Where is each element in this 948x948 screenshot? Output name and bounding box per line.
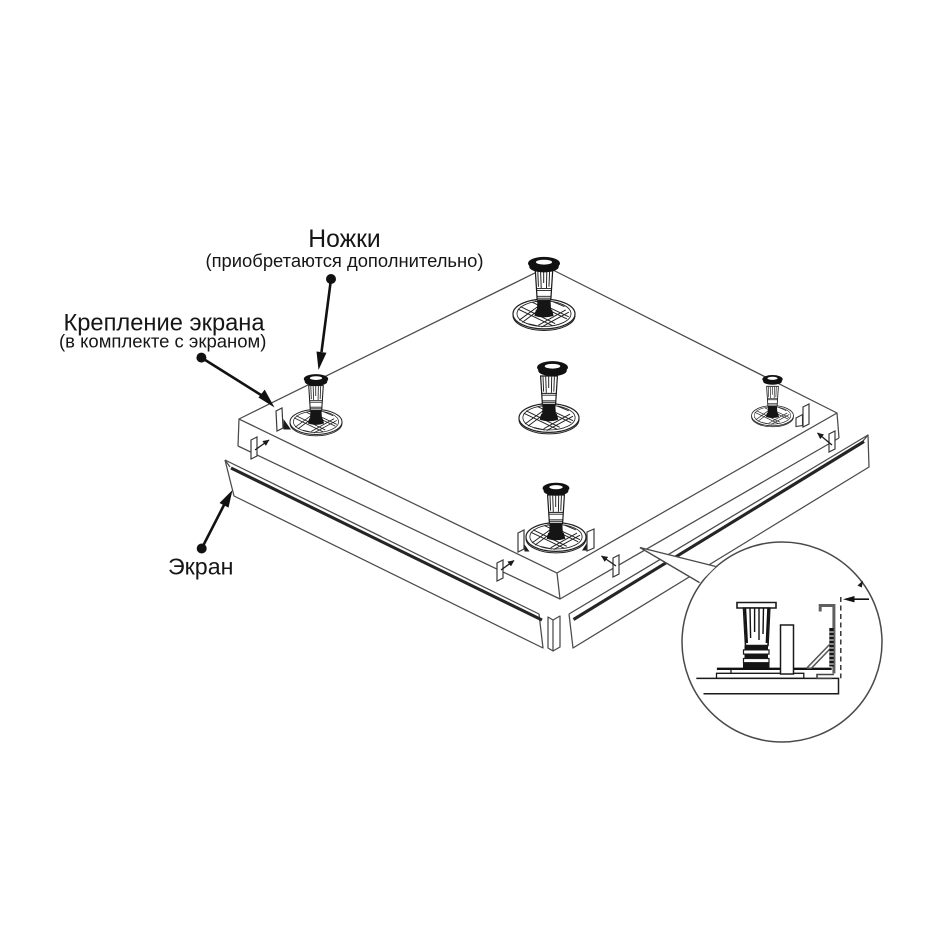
svg-text:Ножки: Ножки [308, 226, 380, 253]
svg-text:Крепление экрана: Крепление экрана [63, 311, 265, 337]
svg-text:Экран: Экран [168, 554, 233, 580]
svg-text:(приобретаются дополнительно): (приобретаются дополнительно) [205, 250, 483, 271]
svg-text:(в комплекте с экраном): (в комплекте с экраном) [59, 331, 266, 352]
